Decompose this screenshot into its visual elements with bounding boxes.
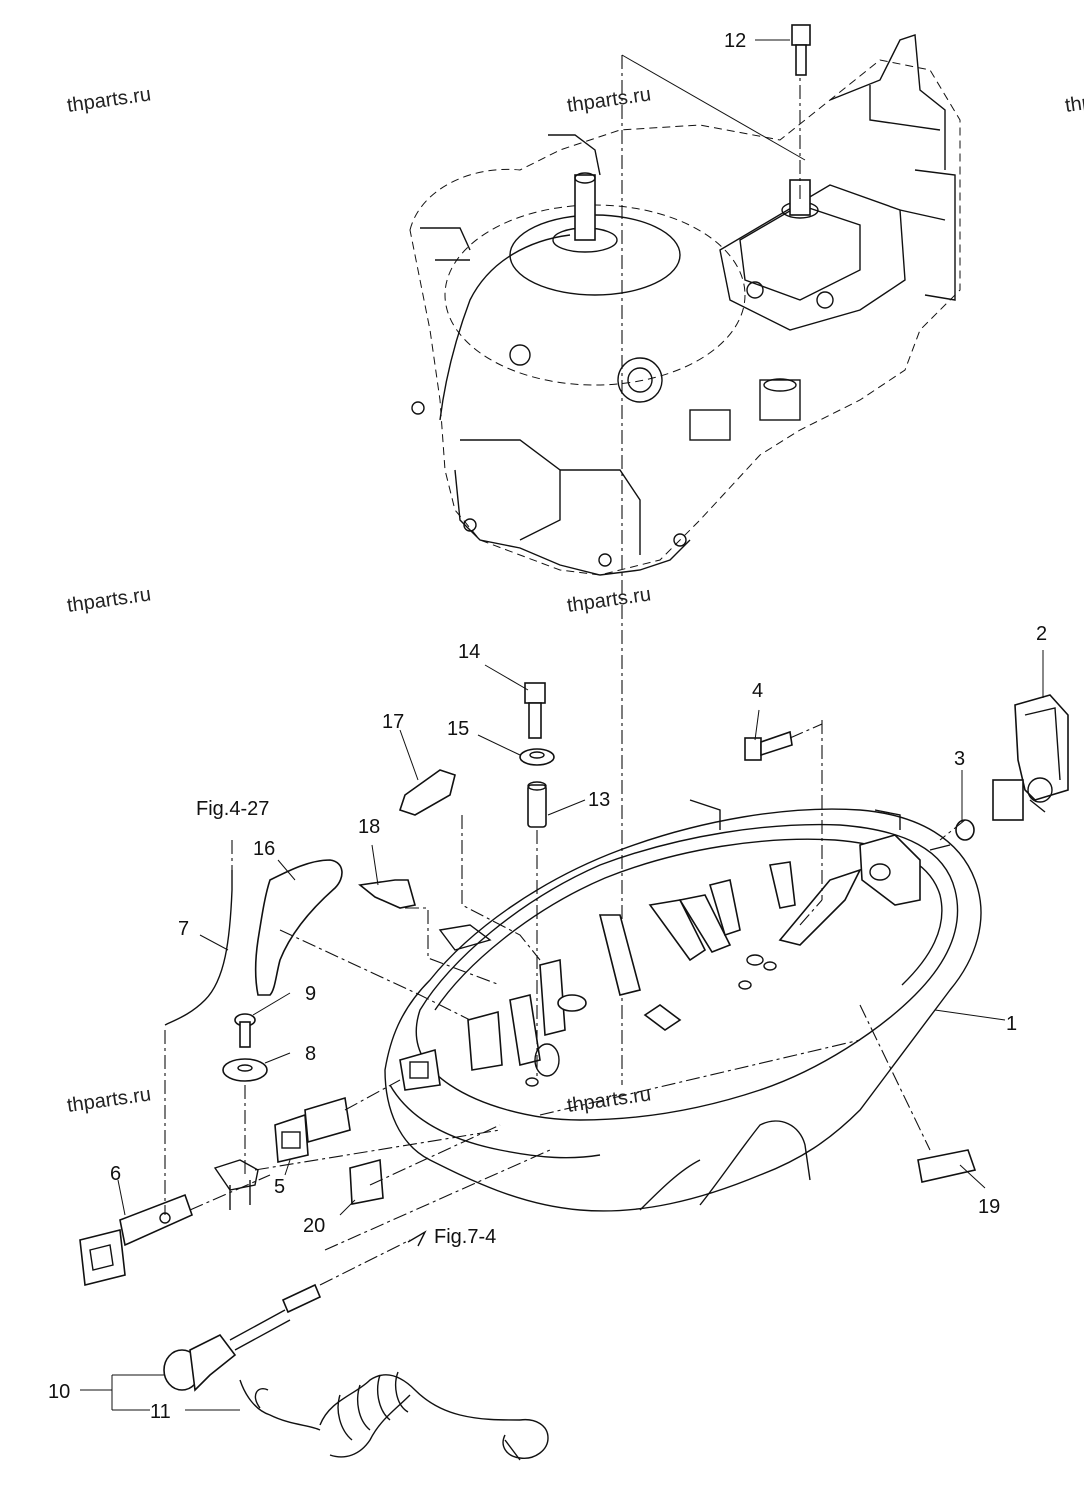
grommet-part-5 (274, 1096, 351, 1163)
engine-block-illustration (409, 34, 961, 1085)
watermark: thparts.ru (566, 1083, 653, 1117)
small-parts (79, 24, 1069, 1461)
wire-part-7 (164, 870, 233, 1026)
callout-4: 4 (752, 680, 763, 702)
callout-3: 3 (954, 748, 965, 770)
label-part-18 (358, 879, 417, 909)
switch-part-6 (79, 1193, 193, 1286)
screw-part-9 (234, 1013, 256, 1048)
callout-9: 9 (305, 983, 316, 1005)
callout-10: 10 (48, 1381, 70, 1403)
callout-5: 5 (274, 1176, 285, 1198)
watermark: thparts.ru (66, 583, 153, 617)
warning-sticker-part-20 (349, 1158, 384, 1205)
leader-lines (80, 39, 1044, 1411)
label-part-17 (398, 769, 456, 816)
callout-14: 14 (458, 641, 480, 663)
watermark: thparts.ru (66, 1083, 153, 1117)
strip-part-16 (254, 859, 343, 996)
callout-8: 8 (305, 1043, 316, 1065)
bottom-cowling-illustration (384, 799, 982, 1212)
lanyard-switch-part-10 (163, 1239, 411, 1392)
label-part-19 (917, 1149, 977, 1183)
callout-20: 20 (303, 1215, 325, 1237)
callout-11: 11 (150, 1401, 171, 1423)
figure-ref-7-4: Fig.7-4 (434, 1226, 496, 1248)
callout-1: 1 (1006, 1013, 1017, 1035)
callout-labels: 1 2 3 4 5 6 7 8 9 10 11 12 13 14 15 16 1… (48, 30, 1047, 1423)
callout-17: 17 (382, 711, 404, 733)
washer-part-15 (519, 748, 555, 766)
coiled-lanyard-part-11 (239, 1371, 549, 1461)
callout-7: 7 (178, 918, 189, 940)
callout-6: 6 (110, 1163, 121, 1185)
bolt-part-4 (744, 720, 823, 900)
bolt-part-14 (524, 682, 546, 739)
figure-references: Fig.4-27 Fig.7-4 (196, 798, 496, 1248)
watermark: thparts.ru (66, 83, 153, 117)
washer-part-8 (222, 1058, 268, 1082)
bolt-part-12 (791, 24, 811, 76)
watermark: thparts.ru (1064, 83, 1084, 117)
callout-15: 15 (447, 718, 469, 740)
watermark: thparts.ru (566, 583, 653, 617)
spacer-part-3 (955, 819, 975, 841)
callout-12: 12 (724, 30, 746, 52)
callout-18: 18 (358, 816, 380, 838)
watermark: thparts.ru (566, 83, 653, 117)
figure-ref-4-27: Fig.4-27 (196, 798, 269, 820)
callout-19: 19 (978, 1196, 1000, 1218)
collar-part-13 (527, 784, 547, 828)
callout-16: 16 (253, 838, 275, 860)
callout-2: 2 (1036, 623, 1047, 645)
callout-13: 13 (588, 789, 610, 811)
